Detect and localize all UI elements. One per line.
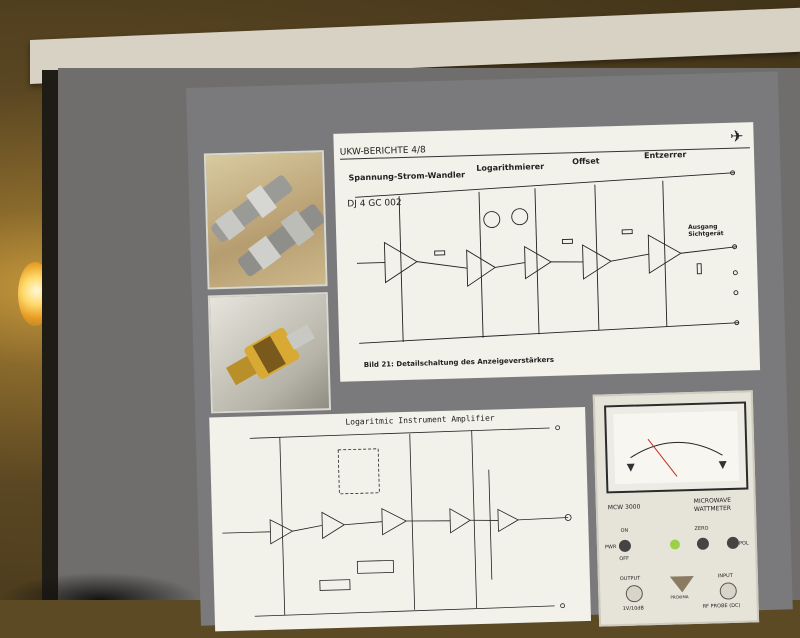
meter-input-label: INPUT — [717, 572, 733, 580]
meter-brand: PROXIMA — [670, 594, 689, 600]
projection-screen: UKW-BERICHTE 4/8 ✈ Spannung-Strom-Wandle… — [58, 68, 800, 632]
meter-graphics — [604, 401, 749, 603]
english-schematic-panel: Logaritmic Instrument Amplifier — [209, 406, 592, 632]
presentation-slide: UKW-BERICHTE 4/8 ✈ Spannung-Strom-Wandle… — [186, 71, 793, 632]
audience-head — [0, 572, 200, 600]
amplifier-circuit-drawing — [222, 425, 572, 617]
meter-model: MCW 3000 — [607, 503, 641, 512]
meter-zero-label: ZERO — [694, 525, 709, 532]
photo-gold-detector — [207, 292, 332, 414]
screen-edge — [42, 70, 60, 600]
meter-input-sub: RF PROBE (DC) — [702, 602, 741, 610]
photo-sma-adapters — [203, 150, 328, 290]
meter-name-1: MICROWAVE — [693, 496, 732, 505]
german-circuit-drawing — [355, 170, 740, 344]
meter-pwr-label: PWR — [604, 544, 617, 551]
german-schematic-panel: UKW-BERICHTE 4/8 ✈ Spannung-Strom-Wandle… — [333, 122, 761, 382]
meter-output-sub: 1V/10dB — [622, 605, 645, 613]
meter-name-2: WATTMETER — [693, 504, 732, 513]
wattmeter-photo: MCW 3000 MICROWAVE WATTMETER ON PWR OFF … — [592, 390, 760, 627]
meter-on-label: ON — [620, 527, 629, 535]
meter-off-label: OFF — [619, 555, 630, 563]
meter-output-label: OUTPUT — [619, 575, 641, 583]
meter-pol-label: POL — [738, 540, 749, 547]
